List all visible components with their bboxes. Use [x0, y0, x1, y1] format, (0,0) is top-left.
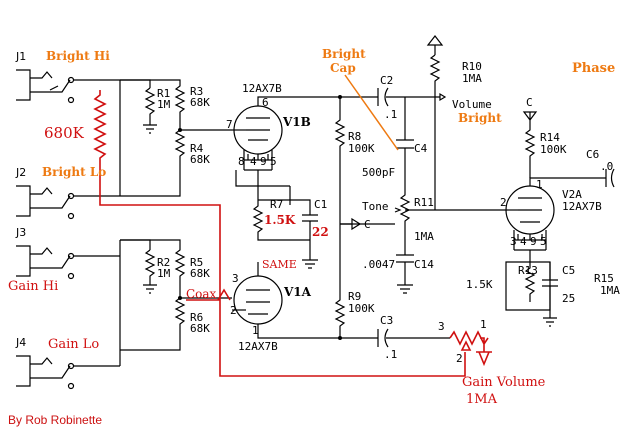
bright-cap-1: Bright — [322, 47, 366, 61]
jack-j2-label: Bright Lo — [42, 165, 106, 179]
mod-wiring — [93, 90, 492, 377]
c1-value: 22 — [312, 225, 329, 239]
r5-ref: R5 — [190, 256, 203, 269]
v1a-name: V1A — [283, 285, 312, 299]
r7-ref: R7 — [270, 198, 283, 211]
r10-ref: R10 — [462, 60, 482, 73]
v2a-pin-9: 9 — [530, 235, 537, 248]
c2-ref: C2 — [380, 74, 393, 87]
v1b-type: 12AX7B — [242, 82, 282, 95]
r14-value: 100K — [540, 143, 567, 156]
c6-ref: C6 — [586, 148, 599, 161]
r9-ref: R9 — [348, 290, 361, 303]
r10-value: 1MA — [462, 72, 482, 85]
c-supply-1: C — [364, 218, 371, 231]
bright-label: Bright — [458, 111, 502, 125]
v1b-name: V1B — [282, 115, 311, 129]
c2-value: .1 — [384, 108, 397, 121]
v2a-type: 12AX7B — [562, 200, 602, 213]
r4-value: 68K — [190, 153, 210, 166]
r3-ref: R3 — [190, 85, 203, 98]
v2a-pin-2: 2 — [500, 196, 507, 209]
c14-ref: C14 — [414, 258, 434, 271]
tone-label: Tone — [362, 200, 389, 213]
c6-value: .0 — [600, 160, 613, 173]
v1b-pin-7: 7 — [226, 118, 233, 131]
tube-v1a — [232, 262, 370, 339]
jack-j4-label: Gain Lo — [48, 337, 99, 352]
r5-value: 68K — [190, 267, 210, 280]
jack-j3-label: Gain Hi — [8, 279, 58, 294]
jack-j1 — [16, 69, 75, 104]
r1-value: 1M — [157, 98, 171, 111]
c4-ref: C4 — [414, 142, 428, 155]
r8-value: 100K — [348, 142, 375, 155]
tube-v1b — [232, 96, 370, 187]
c5-value: 25 — [562, 292, 575, 305]
v2a-pin-1: 1 — [536, 178, 543, 191]
bright-cap-2: Cap — [330, 61, 356, 75]
v2a-pin-3: 3 — [510, 235, 517, 248]
v2a-pin-4: 4 — [520, 235, 527, 248]
credit: By Rob Robinette — [8, 413, 102, 427]
v1b-pin-5: 5 — [270, 155, 277, 168]
r3-value: 68K — [190, 96, 210, 109]
r13-ref: R13 — [518, 264, 538, 277]
gain-volume-label: Gain Volume — [462, 375, 546, 390]
jack-j4 — [16, 355, 75, 390]
coax-label: Coax — [186, 287, 217, 301]
c14-value: .0047 — [362, 258, 395, 271]
r15-value: 1MA — [600, 284, 620, 297]
r14-ref: R14 — [540, 131, 560, 144]
volume-label: Volume — [452, 98, 492, 111]
r6-value: 68K — [190, 322, 210, 335]
r6-ref: R6 — [190, 311, 203, 324]
v1a-pin-1: 1 — [252, 324, 259, 337]
jack-j4-ref: J4 — [15, 336, 26, 349]
jack-j2-ref: J2 — [15, 166, 26, 179]
v1b-pin-9: 9 — [260, 155, 267, 168]
r2-ref: R2 — [157, 256, 170, 269]
v1a-type: 12AX7B — [238, 340, 278, 353]
jack-j2 — [16, 185, 75, 220]
phase-label: Phase — [572, 61, 615, 76]
mod-resistor-label: 680K — [44, 124, 85, 142]
v1b-pin-4: 4 — [250, 155, 257, 168]
pot-pin-1: 1 — [480, 318, 487, 331]
jack-j3-ref: J3 — [15, 226, 26, 239]
v1b-pin-6: 6 — [262, 96, 269, 109]
v1a-pin-2: 2 — [230, 304, 237, 317]
c4-value: 500pF — [362, 166, 395, 179]
jack-j1-ref: J1 — [15, 50, 26, 63]
r7-value: 1.5K — [264, 213, 296, 227]
c3-value: .1 — [384, 348, 397, 361]
c1-ref: C1 — [314, 198, 327, 211]
r8-ref: R8 — [348, 130, 361, 143]
v1a-pin-3: 3 — [232, 272, 239, 285]
v2a-pin-5: 5 — [540, 235, 547, 248]
pot-pin-2: 2 — [456, 352, 463, 365]
r4-ref: R4 — [190, 142, 204, 155]
r13-value: 1.5K — [466, 278, 493, 291]
r11-value: 1MA — [414, 230, 434, 243]
r9-value: 100K — [348, 302, 375, 315]
gain-volume-value: 1MA — [466, 392, 498, 407]
r15-ref: R15 — [594, 272, 614, 285]
r1-ref: R1 — [157, 87, 170, 100]
c3-ref: C3 — [380, 314, 393, 327]
r2-value: 1M — [157, 267, 171, 280]
same-label: SAME — [262, 258, 297, 271]
jack-j3 — [16, 245, 75, 280]
r11-ref: R11 — [414, 196, 434, 209]
jack-j1-label: Bright Hi — [46, 49, 110, 63]
c-supply-2: C — [526, 96, 533, 109]
v2a-name: V2A — [562, 188, 582, 201]
c5-ref: C5 — [562, 264, 575, 277]
v1b-pin-8: 8 — [238, 155, 245, 168]
pot-pin-3: 3 — [438, 320, 445, 333]
